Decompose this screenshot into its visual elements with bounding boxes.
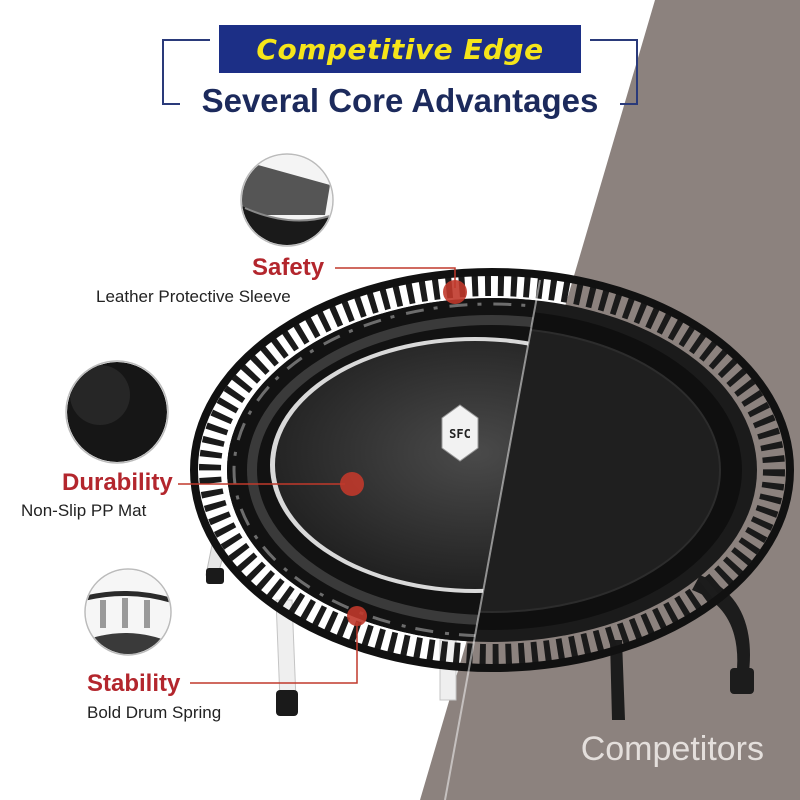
marker-dot (443, 280, 467, 304)
feature-title-durability: Durability (62, 469, 173, 496)
detail-mat-image (65, 360, 169, 464)
feature-subtitle-safety: Leather Protective Sleeve (96, 287, 291, 306)
headline: Several Core Advantages (201, 82, 599, 119)
marker-dot (347, 606, 367, 626)
detail-sleeve-image (240, 153, 334, 247)
marker-dot (340, 472, 364, 496)
feature-markers (340, 280, 467, 626)
logo-text: SFC (449, 427, 471, 441)
feature-subtitle-stability: Bold Drum Spring (87, 703, 222, 722)
banner-label: Competitive Edge (256, 32, 544, 66)
detail-spring-image (84, 568, 172, 656)
feature-subtitle-durability: Non-Slip PP Mat (21, 501, 147, 520)
trampoline-springs (190, 268, 794, 672)
banner: Competitive Edge (219, 25, 581, 73)
feature-title-stability: Stability (87, 670, 181, 697)
feature-title-safety: Safety (252, 254, 325, 281)
competitors-label: Competitors (580, 730, 764, 768)
header-frame (162, 39, 638, 105)
trampoline-body (227, 279, 757, 800)
brand-logo: SFC (441, 404, 479, 462)
